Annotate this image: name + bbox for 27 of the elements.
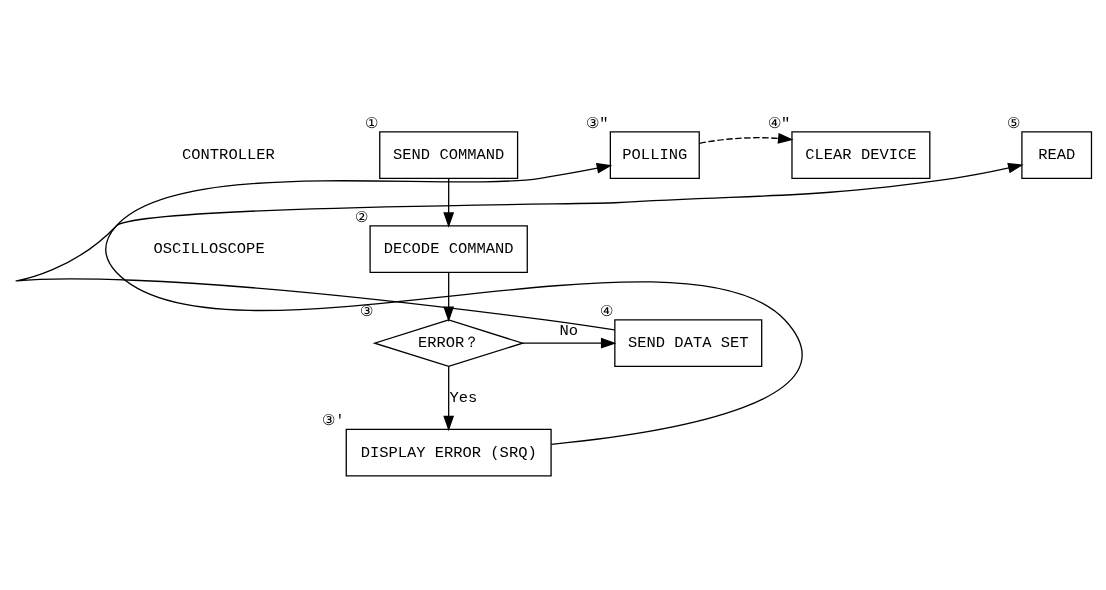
arrow	[522, 337, 617, 349]
node-diamond: ERROR？	[372, 318, 525, 367]
node-label: ③'	[322, 411, 345, 430]
node-label: ①	[364, 114, 378, 133]
arrow	[443, 365, 455, 431]
node-label: ⑤	[1007, 114, 1021, 133]
node-box: DECODE COMMAND	[369, 224, 528, 273]
arrow	[105, 162, 803, 445]
label: OSCILLOSCOPE	[153, 239, 265, 258]
node-label: ④	[599, 302, 613, 321]
arrow	[443, 177, 455, 228]
arrow	[698, 132, 794, 144]
edge-label: No	[559, 321, 579, 340]
node-label: ④"	[767, 114, 791, 133]
node-box: DISPLAY ERROR (SRQ)	[345, 428, 552, 476]
node-box: SEND DATA SET	[614, 318, 763, 367]
node-label: ②	[355, 208, 369, 227]
label: CONTROLLER	[182, 145, 275, 164]
arrow	[15, 162, 1024, 331]
node-box: READ	[1021, 130, 1093, 179]
arrow	[443, 271, 455, 322]
node-box: POLLING	[609, 130, 700, 179]
node-label: ③"	[586, 114, 609, 133]
node-box: CLEAR DEVICE	[791, 130, 931, 179]
edge-label: Yes	[449, 388, 478, 407]
node-label: ③	[359, 302, 373, 321]
node-box: SEND COMMAND	[379, 130, 519, 179]
